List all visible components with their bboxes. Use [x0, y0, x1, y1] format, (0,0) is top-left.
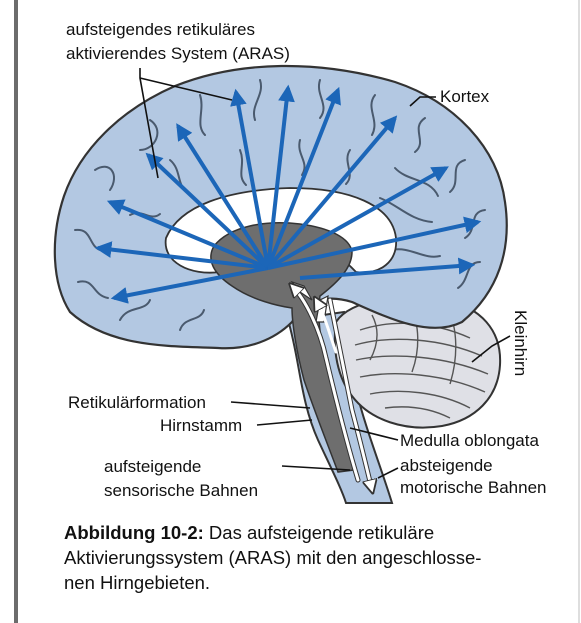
label-kortex: Kortex	[440, 87, 489, 106]
label-aras-line1: aufsteigendes retikuläres	[66, 20, 255, 39]
label-aufsteigende-line2: sensorische Bahnen	[104, 481, 258, 500]
caption-line1-text: Das aufsteigende retikuläre	[204, 522, 434, 543]
label-aras-line2: aktivierendes System (ARAS)	[66, 44, 290, 63]
label-retikularformation: Retikulärformation	[68, 393, 206, 412]
label-kleinhirn: Kleinhirn	[511, 310, 530, 376]
label-absteigende-line1: absteigende	[400, 456, 493, 475]
caption-line2: Aktivierungssystem (ARAS) mit den angesc…	[64, 545, 574, 570]
caption-figure-ref: Abbildung 10-2:	[64, 522, 204, 543]
label-absteigende-line2: motorische Bahnen	[400, 478, 546, 497]
label-aufsteigende-line1: aufsteigende	[104, 457, 201, 476]
caption-line1: Abbildung 10-2: Das aufsteigende retikul…	[64, 520, 574, 545]
leader-retikular	[231, 402, 310, 408]
label-medulla-oblongata: Medulla oblongata	[400, 431, 539, 450]
caption-line3: nen Hirngebieten.	[64, 570, 574, 595]
leader-hirnstamm	[257, 420, 312, 425]
label-hirnstamm: Hirnstamm	[160, 416, 242, 435]
figure-caption: Abbildung 10-2: Das aufsteigende retikul…	[64, 520, 574, 595]
